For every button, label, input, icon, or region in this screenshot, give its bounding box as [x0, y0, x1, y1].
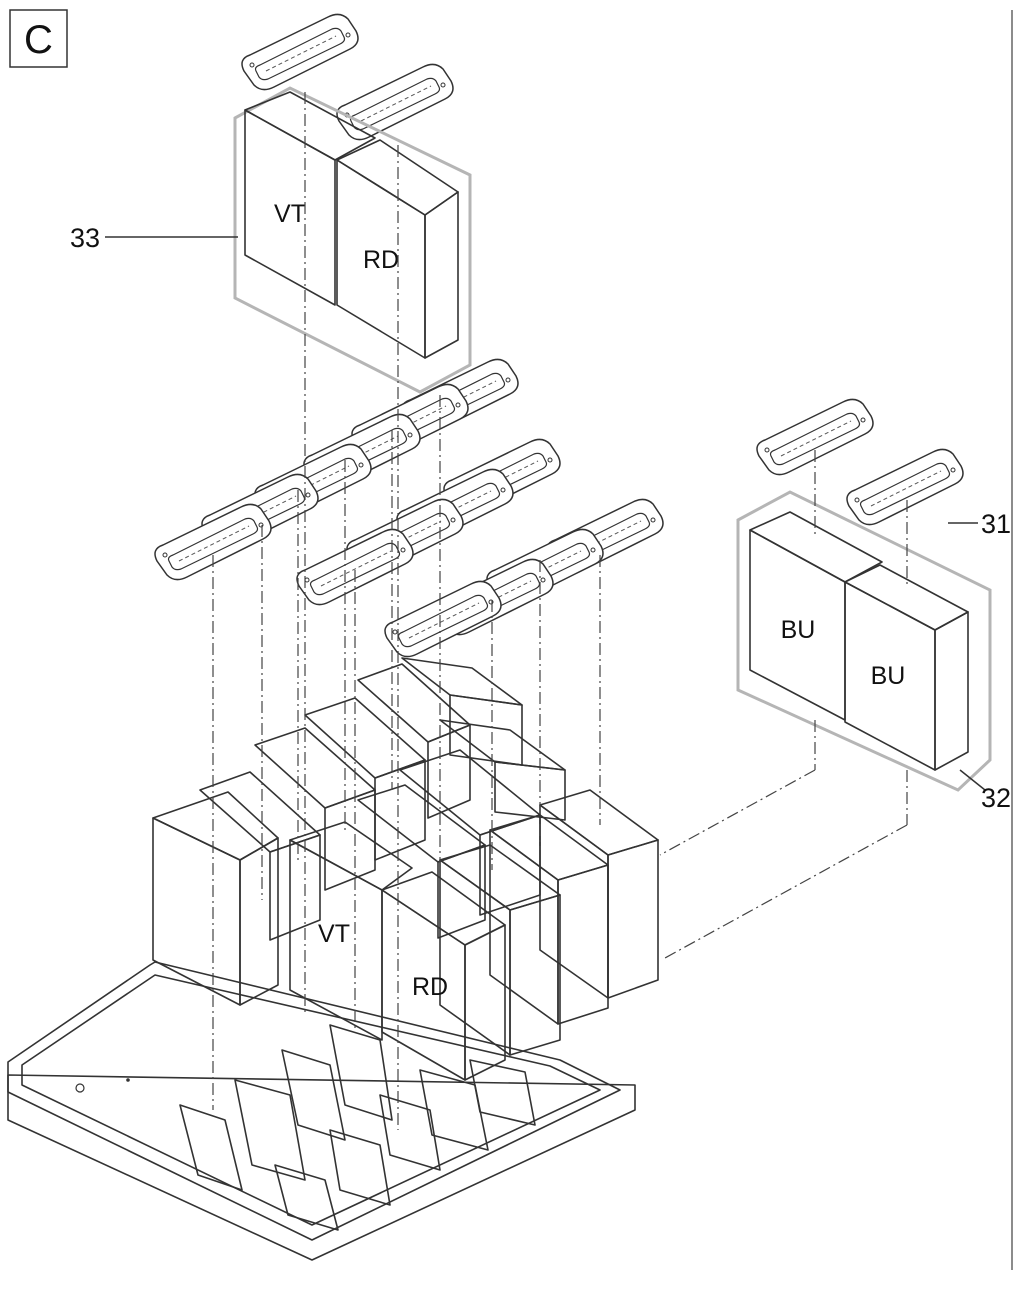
connector-racks: [179, 1024, 536, 1231]
bu-cover-item: [756, 398, 874, 476]
base-tray: [7, 961, 636, 1261]
block-bu-back: BU: [749, 511, 883, 721]
callout-leaders: [105, 236, 986, 791]
block-label-vt: VT: [318, 920, 350, 948]
top-block-label-rd: RD: [363, 246, 399, 274]
block-bu-front: BU: [844, 564, 969, 771]
block-label-rd: RD: [412, 973, 448, 1001]
group-32-bu-blocks: BU BU: [736, 490, 992, 792]
panel-letter: C: [24, 18, 53, 62]
top-cover-item: [241, 13, 359, 91]
block-label-bu-front: BU: [871, 662, 906, 690]
bu-covers: [756, 398, 964, 526]
bu-cover-item: [846, 448, 964, 526]
block-white-back-row-4: [199, 771, 321, 941]
block-rd-front: RD: [381, 871, 506, 1081]
block-dark-second: [439, 719, 566, 821]
block-light-gray-row-b: [357, 784, 486, 939]
cover-grid-item: [384, 580, 502, 658]
callout-32: 32: [981, 783, 1011, 813]
callout-33: 33: [70, 223, 100, 253]
cover-grid: [154, 358, 664, 658]
callout-31: 31: [981, 509, 1011, 539]
panel-letter-box: C: [9, 9, 68, 68]
block-light-gray-front-3: [489, 814, 609, 1025]
top-covers: [241, 13, 454, 141]
block-white-front-left: [152, 791, 279, 1006]
block-label-bu-back: BU: [781, 616, 816, 644]
alignment-lines: [212, 92, 908, 1130]
block-white-back-row-3: [254, 727, 376, 891]
module-blocks-main: VT RD: [152, 657, 659, 1081]
top-cover-item: [336, 63, 454, 141]
top-block-label-vt: VT: [274, 200, 306, 228]
block-vt-front: VT: [289, 821, 413, 1041]
block-light-gray-front-2: [439, 844, 561, 1056]
block-dark-back: [401, 657, 523, 766]
